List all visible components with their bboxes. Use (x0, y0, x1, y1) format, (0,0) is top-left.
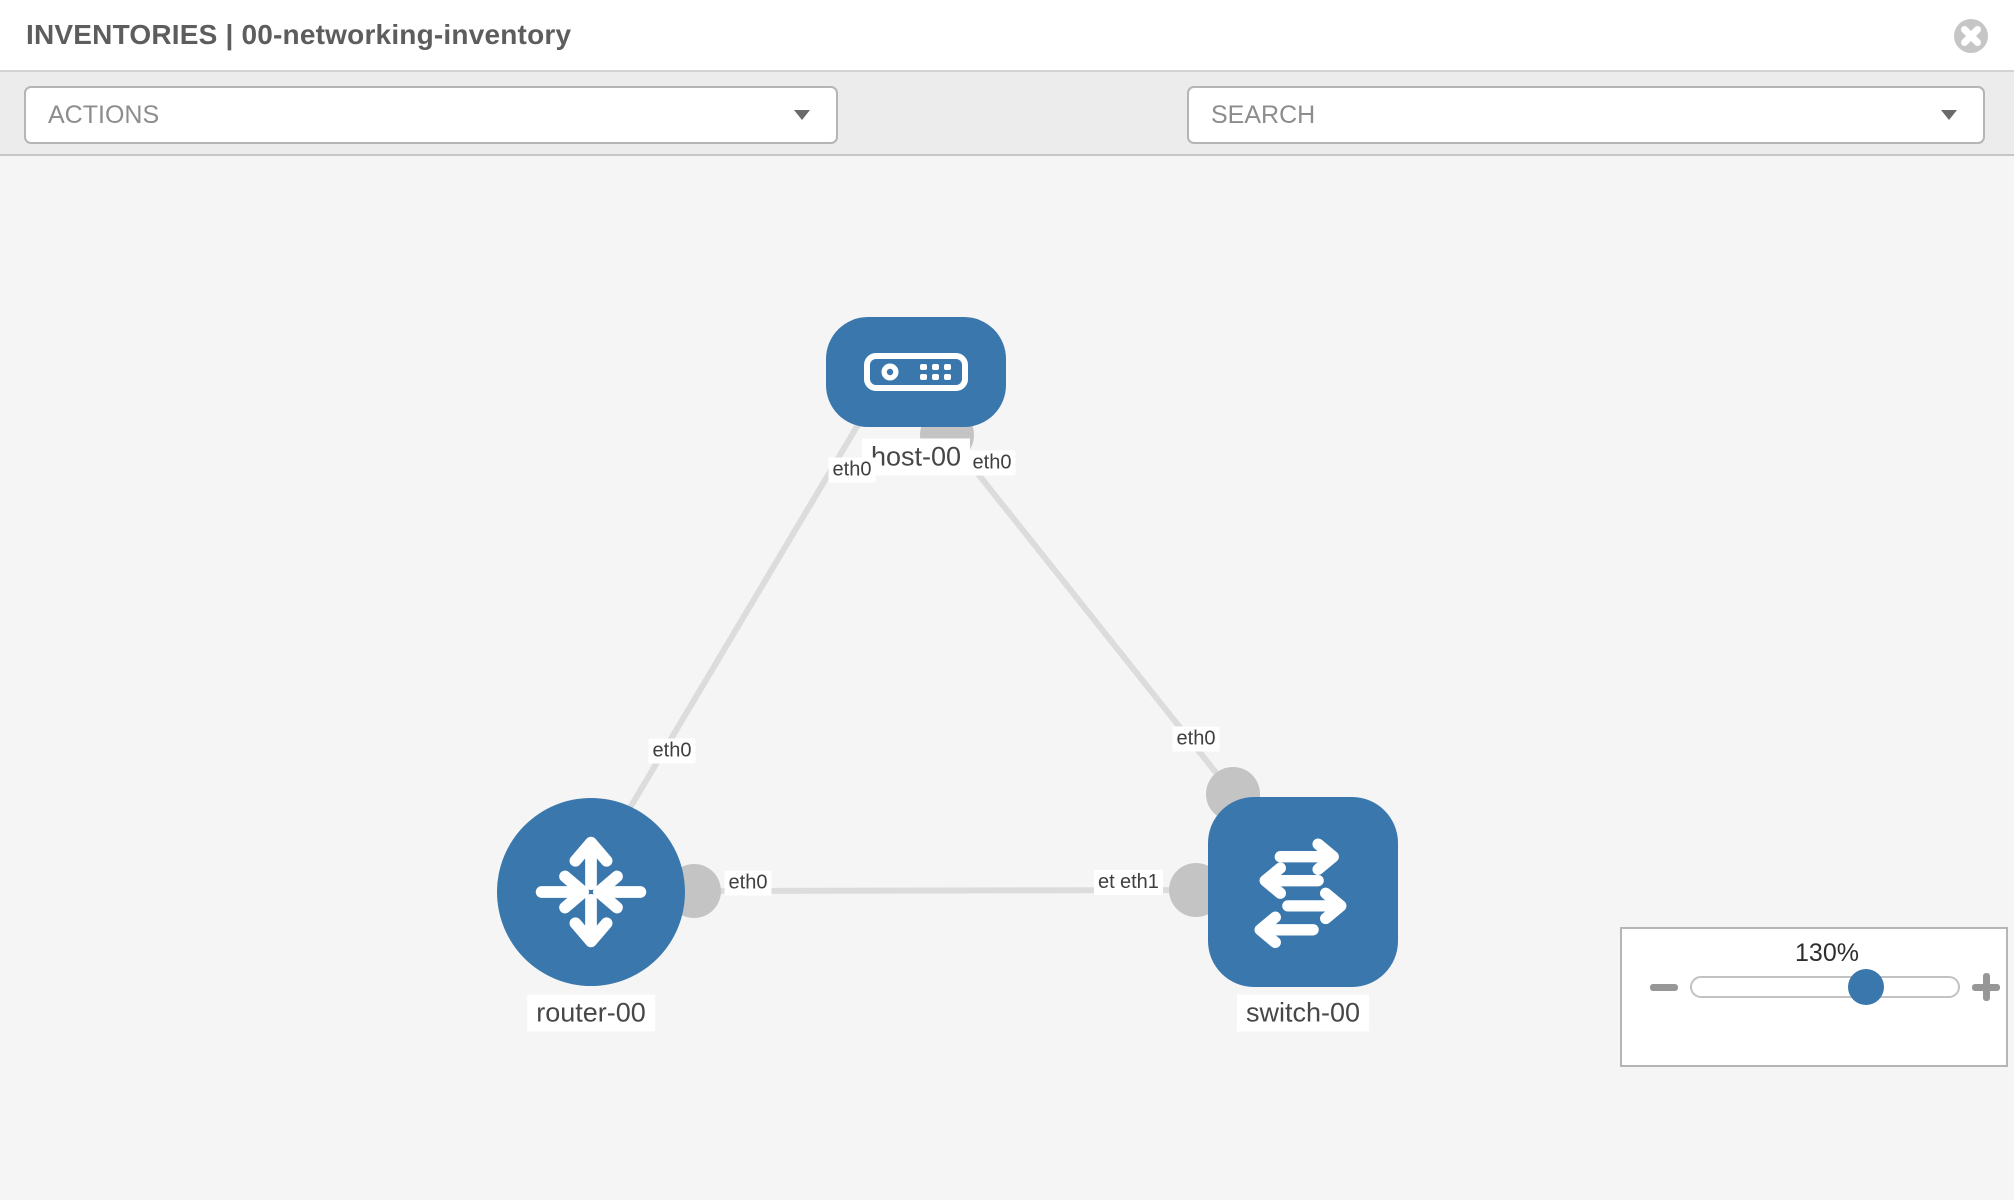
toolbar: ACTIONS SEARCH (0, 72, 2014, 202)
zoom-out-button[interactable] (1650, 984, 1678, 991)
host-icon (864, 353, 968, 391)
node-router-00[interactable] (497, 798, 685, 986)
close-button[interactable] (1952, 17, 1990, 55)
switch-icon (1254, 838, 1347, 949)
iface-label-host-eth0-left: eth0 (828, 457, 876, 483)
iface-label-switch-left-eth1: eth1 (1116, 870, 1163, 895)
iface-label-router-right-eth0: eth0 (724, 870, 772, 896)
node-host-00[interactable] (826, 317, 1006, 427)
search-dropdown-label: SEARCH (1211, 100, 1316, 129)
chevron-down-icon (794, 110, 810, 120)
iface-label-switch-top-eth0: eth0 (1172, 726, 1220, 752)
close-icon (1954, 19, 1988, 53)
page-title: INVENTORIES | 00-networking-inventory (26, 19, 572, 50)
zoom-slider-track[interactable] (1690, 976, 1960, 998)
actions-dropdown[interactable]: ACTIONS (24, 86, 838, 144)
link-host-router[interactable] (609, 416, 865, 840)
actions-dropdown-label: ACTIONS (48, 100, 160, 129)
node-label-switch-00: switch-00 (1236, 994, 1370, 1032)
node-switch-00[interactable] (1208, 797, 1398, 987)
zoom-panel: 130% (1620, 927, 2008, 1067)
zoom-in-button[interactable] (1972, 973, 2000, 1001)
iface-label-host-eth0-right: eth0 (968, 450, 1016, 476)
node-label-router-00: router-00 (527, 994, 655, 1032)
node-label-host-00: host-00 (861, 438, 971, 476)
header-bar: INVENTORIES | 00-networking-inventory (0, 0, 2014, 72)
router-icon (535, 836, 647, 948)
zoom-slider-handle[interactable] (1848, 969, 1884, 1005)
search-dropdown[interactable]: SEARCH (1187, 86, 1985, 144)
chevron-down-icon (1941, 110, 1957, 120)
zoom-level-value: 130% (1795, 939, 1859, 967)
iface-label-router-link-eth0: eth0 (648, 738, 696, 764)
